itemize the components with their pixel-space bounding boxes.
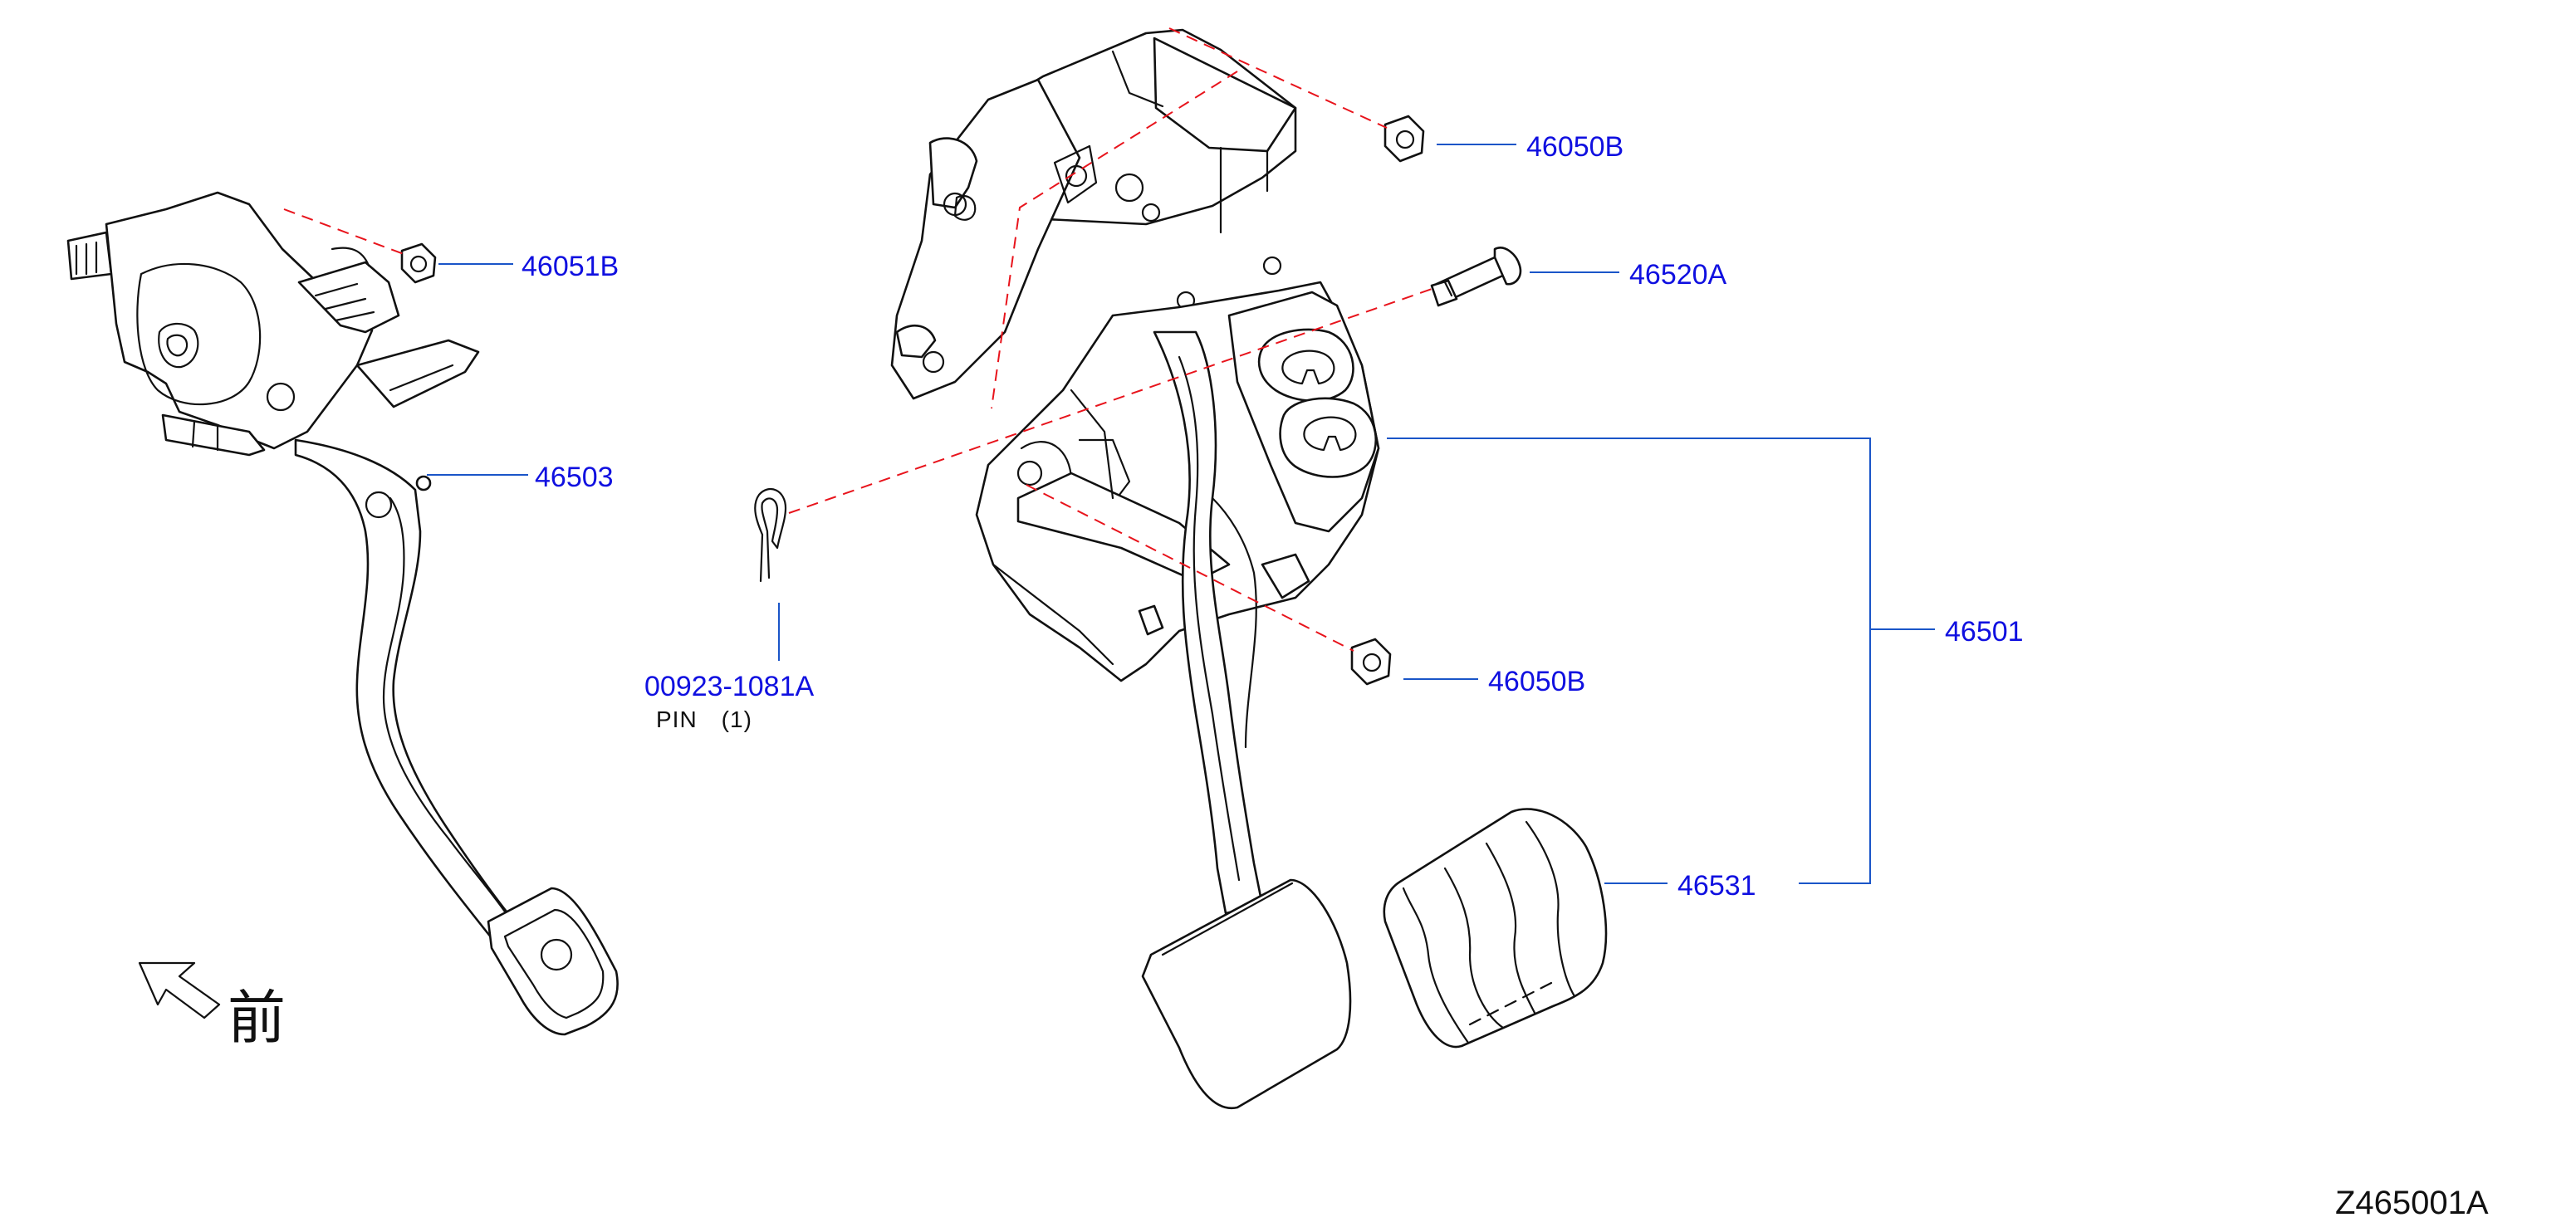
nut-upper bbox=[1383, 115, 1425, 163]
pin-quantity-note: PIN (1) bbox=[656, 706, 752, 732]
diagram-id-code: Z465001A bbox=[2335, 1185, 2489, 1221]
brake-pedal-assembly bbox=[890, 28, 1380, 1110]
bolt bbox=[1430, 247, 1522, 307]
front-direction-indicator: 前 bbox=[138, 961, 286, 1052]
nut-lower bbox=[1350, 638, 1392, 686]
leader-lines bbox=[427, 144, 1935, 884]
callout-46501: 46501 bbox=[1945, 616, 2024, 648]
callout-labels: 46050B 46520A 46051B 46503 46501 00923-1… bbox=[522, 131, 2024, 902]
pedal-pad-cover bbox=[1383, 808, 1608, 1049]
phantom-lines bbox=[283, 27, 1437, 652]
front-label: 前 bbox=[228, 984, 286, 1052]
front-arrow-icon bbox=[138, 961, 221, 1019]
callout-46050b-lower: 46050B bbox=[1488, 666, 1585, 697]
callout-46051b: 46051B bbox=[522, 251, 619, 282]
callout-46520a: 46520A bbox=[1629, 259, 1727, 291]
nut-clutch bbox=[400, 242, 437, 284]
clutch-pedal-assembly bbox=[66, 191, 619, 1036]
callout-46050b-upper: 46050B bbox=[1526, 131, 1623, 163]
callout-46503: 46503 bbox=[535, 462, 614, 493]
callout-00923-1081a: 00923-1081A bbox=[644, 671, 815, 702]
pin bbox=[754, 488, 787, 583]
callout-46531: 46531 bbox=[1677, 870, 1756, 902]
